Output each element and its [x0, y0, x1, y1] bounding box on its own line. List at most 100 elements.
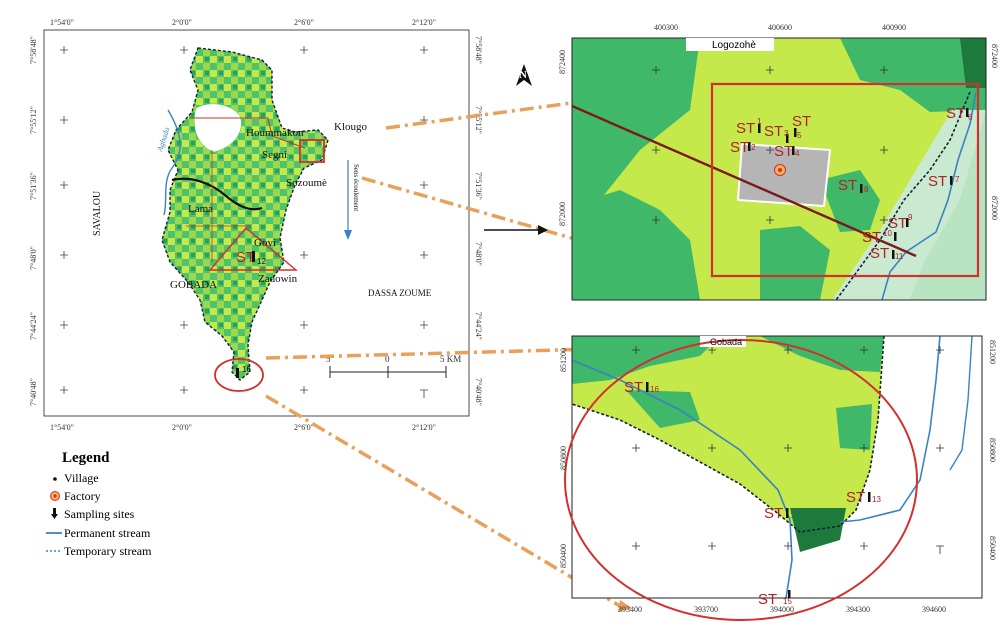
lat-right-4: 7°48'0": [474, 242, 483, 266]
bottom-x-tick-4: 394300: [846, 605, 870, 614]
bottom-x-tick-1: 393400: [618, 605, 642, 614]
station-st13: ST: [846, 489, 865, 506]
st12-label: ST: [236, 249, 255, 266]
station-st10: ST: [862, 229, 881, 246]
inset-top-coordinates: 400300 400600 400900 872400 872000 87240…: [558, 23, 999, 226]
lat-right-5: 7°44'24": [474, 312, 483, 340]
inset-top-title-bg: [686, 38, 774, 51]
sampling-site-icon: [53, 508, 56, 516]
lat-left-2: 7°55'12": [29, 106, 38, 134]
place-segni: Segni: [262, 149, 287, 161]
place-lama: Lama: [188, 203, 213, 215]
inset-bottom-title: Gobada: [710, 337, 742, 347]
legend-item-temporary: Temporary stream: [64, 544, 152, 558]
bottom-x-tick-2: 393700: [694, 605, 718, 614]
place-klougo: Klougo: [334, 121, 368, 133]
gobada-locator-ellipse: [214, 358, 264, 392]
scale-labels: 5 0 5 KM: [326, 354, 461, 364]
sampling-site-marker: [236, 368, 239, 378]
top-y-left-2: 872000: [558, 202, 567, 226]
bottom-y-left-3: 850400: [559, 544, 568, 568]
bottom-y-right-3: 850400: [988, 536, 997, 560]
station-st8: ST: [838, 177, 857, 194]
main-map-places: SAVALOU DASSA ZOUME GOBADA Klougo Houmma…: [92, 121, 432, 298]
gobada-ellipse: [564, 339, 918, 621]
inset-top-stations: ST 1 ST 2 ST 3 ST 4 ST 5 ST 6 ST 7 ST 8 …: [730, 105, 973, 262]
lon-top-3: 2°6'0": [294, 18, 314, 27]
scale-label-1: 5: [326, 354, 331, 364]
lat-right-1: 7°58'48": [474, 36, 483, 64]
top-x-tick-1: 400300: [654, 23, 678, 32]
station-st1: ST: [736, 120, 755, 137]
legend-item-permanent: Permanent stream: [64, 526, 151, 540]
lat-right-2: 7°55'12": [474, 106, 483, 134]
legend: Legend Village Factory Sampling sites Pe…: [46, 450, 152, 558]
black-arrow-head: [538, 225, 548, 235]
station-st1-sub: 1: [757, 117, 762, 126]
station-st16-sub: 16: [650, 385, 659, 394]
legend-item-village: Village: [64, 471, 99, 485]
station-st13-sub: 13: [872, 495, 881, 504]
station-st4: ST: [774, 143, 793, 160]
connector-arrowhead-2: [618, 600, 632, 612]
st12-marker: [252, 251, 255, 262]
station-st5-sub: 5: [797, 131, 802, 140]
station-st9-sub: 9: [908, 213, 913, 222]
lat-right-6: 7°40'48": [474, 378, 483, 406]
station-st3-sub: 3: [784, 129, 789, 138]
station-st2: ST: [730, 139, 749, 156]
top-x-tick-2: 400600: [768, 23, 792, 32]
station-st14: ST: [764, 505, 783, 522]
place-zadowin: Zadowin: [258, 273, 298, 285]
bottom-y-right-2: 850800: [988, 438, 997, 462]
boundary-line-red: [190, 117, 306, 149]
lat-left-4: 7°48'0": [29, 246, 38, 270]
top-x-tick-3: 400900: [882, 23, 906, 32]
station-st11: ST: [870, 245, 889, 262]
place-govi: Govi: [254, 237, 276, 249]
scale-label-3: 5 KM: [440, 354, 461, 364]
stream-direction-label: Sens écoulement: [352, 164, 360, 211]
lon-bottom-1: 1°54'0": [50, 423, 74, 432]
station-st5: ST: [792, 113, 811, 130]
inset-gobada: [564, 335, 983, 621]
place-savalou: SAVALOU: [92, 190, 103, 236]
grid-crosses: [60, 46, 428, 398]
main-map: [43, 29, 470, 417]
stream-left: [163, 109, 181, 216]
inset-bottom-coordinates: 393400 393700 394000 394300 394600 85120…: [559, 340, 997, 614]
station-st7-sub: 7: [955, 175, 960, 184]
scale-label-2: 0: [385, 354, 390, 364]
scale-bar: [329, 366, 447, 378]
flow-arrow-head: [344, 230, 352, 240]
bottom-y-right-1: 851200: [988, 340, 997, 364]
north-letter: N: [519, 69, 527, 81]
inset-top-title: Logozohè: [712, 40, 756, 51]
top-y-right-1: 872400: [990, 44, 999, 68]
station-st11-sub: 11: [895, 252, 904, 261]
station-st6-sub: 6: [968, 113, 973, 122]
lon-top-2: 2°0'0": [172, 18, 192, 27]
legend-item-sampling: Sampling sites: [64, 507, 135, 521]
station-st9: ST: [888, 215, 907, 232]
station-st3: ST: [764, 123, 783, 140]
lat-right-3: 7°51'36": [474, 172, 483, 200]
place-sozoume: Sozoumè: [286, 177, 327, 189]
road-lines: [186, 150, 250, 262]
inset-bottom-stations: ST 16 ST 14 ST 13 ST 15: [624, 379, 881, 608]
st12-triangle: [208, 227, 298, 271]
lat-left-5: 7°44'24": [29, 312, 38, 340]
station-st2-sub: 2: [751, 143, 756, 152]
lat-left-6: 7°40'48": [29, 378, 38, 406]
station-st7: ST: [928, 173, 947, 190]
lon-top-1: 1°54'0": [50, 18, 74, 27]
lake: [194, 103, 242, 153]
logozohe-locator-square: [299, 139, 325, 163]
lon-top-4: 2°12'0": [412, 18, 436, 27]
legend-title: Legend: [62, 450, 110, 466]
station-st16: ST: [624, 379, 643, 396]
bottom-x-tick-5: 394600: [922, 605, 946, 614]
station-st6: ST: [946, 105, 965, 122]
legend-item-factory: Factory: [64, 489, 101, 503]
place-gobada: GOBADA: [170, 279, 217, 291]
